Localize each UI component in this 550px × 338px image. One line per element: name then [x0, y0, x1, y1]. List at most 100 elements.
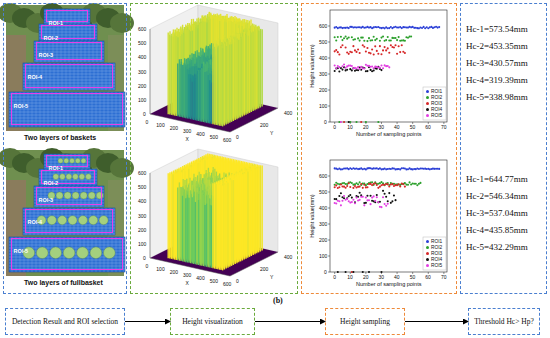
fruit — [53, 174, 59, 180]
basket-mesh — [98, 63, 99, 90]
surface-column — [227, 183, 228, 268]
y-axis — [230, 108, 278, 132]
basket-mesh — [23, 89, 115, 90]
tick — [328, 122, 330, 123]
fruit — [64, 158, 69, 163]
basket-mesh — [114, 208, 115, 235]
surface-column — [207, 195, 208, 267]
surface-column — [203, 195, 204, 267]
basket-mesh — [62, 63, 63, 90]
surface-column — [187, 69, 188, 118]
surface-column — [222, 48, 223, 126]
basket-mesh — [16, 237, 17, 272]
surface-column — [182, 65, 183, 118]
tick — [397, 122, 398, 124]
basket-mesh — [70, 63, 71, 90]
basket-mesh — [112, 92, 113, 127]
surface-column — [177, 188, 178, 261]
surface-column — [217, 48, 218, 125]
basket-mesh — [73, 41, 74, 62]
surface-column — [209, 198, 210, 267]
basket-mesh — [57, 41, 58, 62]
fruit — [77, 247, 89, 259]
basket-mesh — [23, 231, 115, 232]
tick — [328, 26, 330, 27]
surface-column — [203, 66, 204, 122]
basket-mesh — [89, 41, 90, 62]
surface-column — [240, 38, 241, 118]
surface-column — [201, 68, 202, 122]
basket-mesh — [72, 92, 73, 127]
surface-column — [171, 174, 172, 259]
basket-mesh — [56, 92, 57, 127]
surface-column — [254, 169, 255, 254]
surface-column — [242, 36, 243, 116]
surface-column — [220, 185, 221, 270]
basket-mesh — [9, 263, 125, 264]
basket-mesh — [85, 41, 86, 62]
fruit — [58, 216, 67, 225]
basket-mesh — [23, 71, 115, 72]
tick — [381, 122, 382, 124]
basket-mesh — [77, 41, 78, 62]
tick — [328, 90, 330, 91]
surface-column — [177, 64, 178, 117]
surface-column — [225, 46, 226, 125]
fruit — [56, 192, 63, 199]
surface-column — [215, 184, 216, 269]
basket-mesh — [49, 41, 50, 62]
surface-column — [201, 193, 202, 266]
basket-mesh — [116, 92, 117, 127]
basket-mesh — [16, 92, 17, 127]
surface-column — [207, 75, 208, 123]
surface-column — [169, 35, 170, 115]
surface-column — [262, 29, 263, 106]
basket-mesh — [86, 63, 87, 90]
basket-mesh — [74, 63, 75, 90]
basket-mesh — [41, 41, 42, 62]
surface-column — [211, 85, 212, 124]
surface-column — [195, 78, 196, 120]
surface-column — [212, 41, 213, 124]
surface-column — [211, 205, 212, 268]
surface-column — [196, 74, 197, 121]
tick — [428, 122, 429, 124]
surface-column — [183, 189, 184, 261]
basket-mesh — [23, 228, 115, 229]
surface-column — [187, 198, 188, 263]
surface-column — [195, 202, 196, 264]
fruit — [36, 247, 48, 259]
surface-column — [191, 82, 192, 120]
fruit — [99, 216, 108, 225]
basket-mesh — [23, 234, 115, 235]
surface-column — [217, 184, 218, 269]
basket-mesh — [23, 213, 115, 214]
surface-column — [254, 30, 255, 111]
surface-column — [179, 59, 180, 116]
surface-column — [260, 31, 261, 108]
surface-column — [251, 32, 252, 112]
surface-column — [245, 35, 246, 115]
surface-column — [209, 80, 210, 123]
surface-column — [175, 36, 176, 116]
basket — [39, 24, 97, 41]
fruit — [58, 158, 63, 163]
surface-column — [174, 35, 175, 116]
surface-column — [233, 180, 234, 265]
surface-column — [238, 40, 239, 119]
surface-column — [172, 32, 173, 115]
surface-column — [219, 185, 220, 270]
surface-column — [247, 173, 248, 258]
surface-column — [199, 191, 200, 265]
tick — [334, 122, 335, 124]
surface-column — [180, 187, 181, 261]
surface-column — [204, 72, 205, 122]
surface-column — [251, 171, 252, 256]
surface-column — [227, 43, 228, 123]
surface-column — [167, 173, 168, 258]
surface-column — [214, 184, 215, 269]
fruit — [86, 174, 92, 180]
fruit — [75, 158, 80, 163]
surface-column — [185, 198, 186, 262]
basket-mesh — [53, 41, 54, 62]
